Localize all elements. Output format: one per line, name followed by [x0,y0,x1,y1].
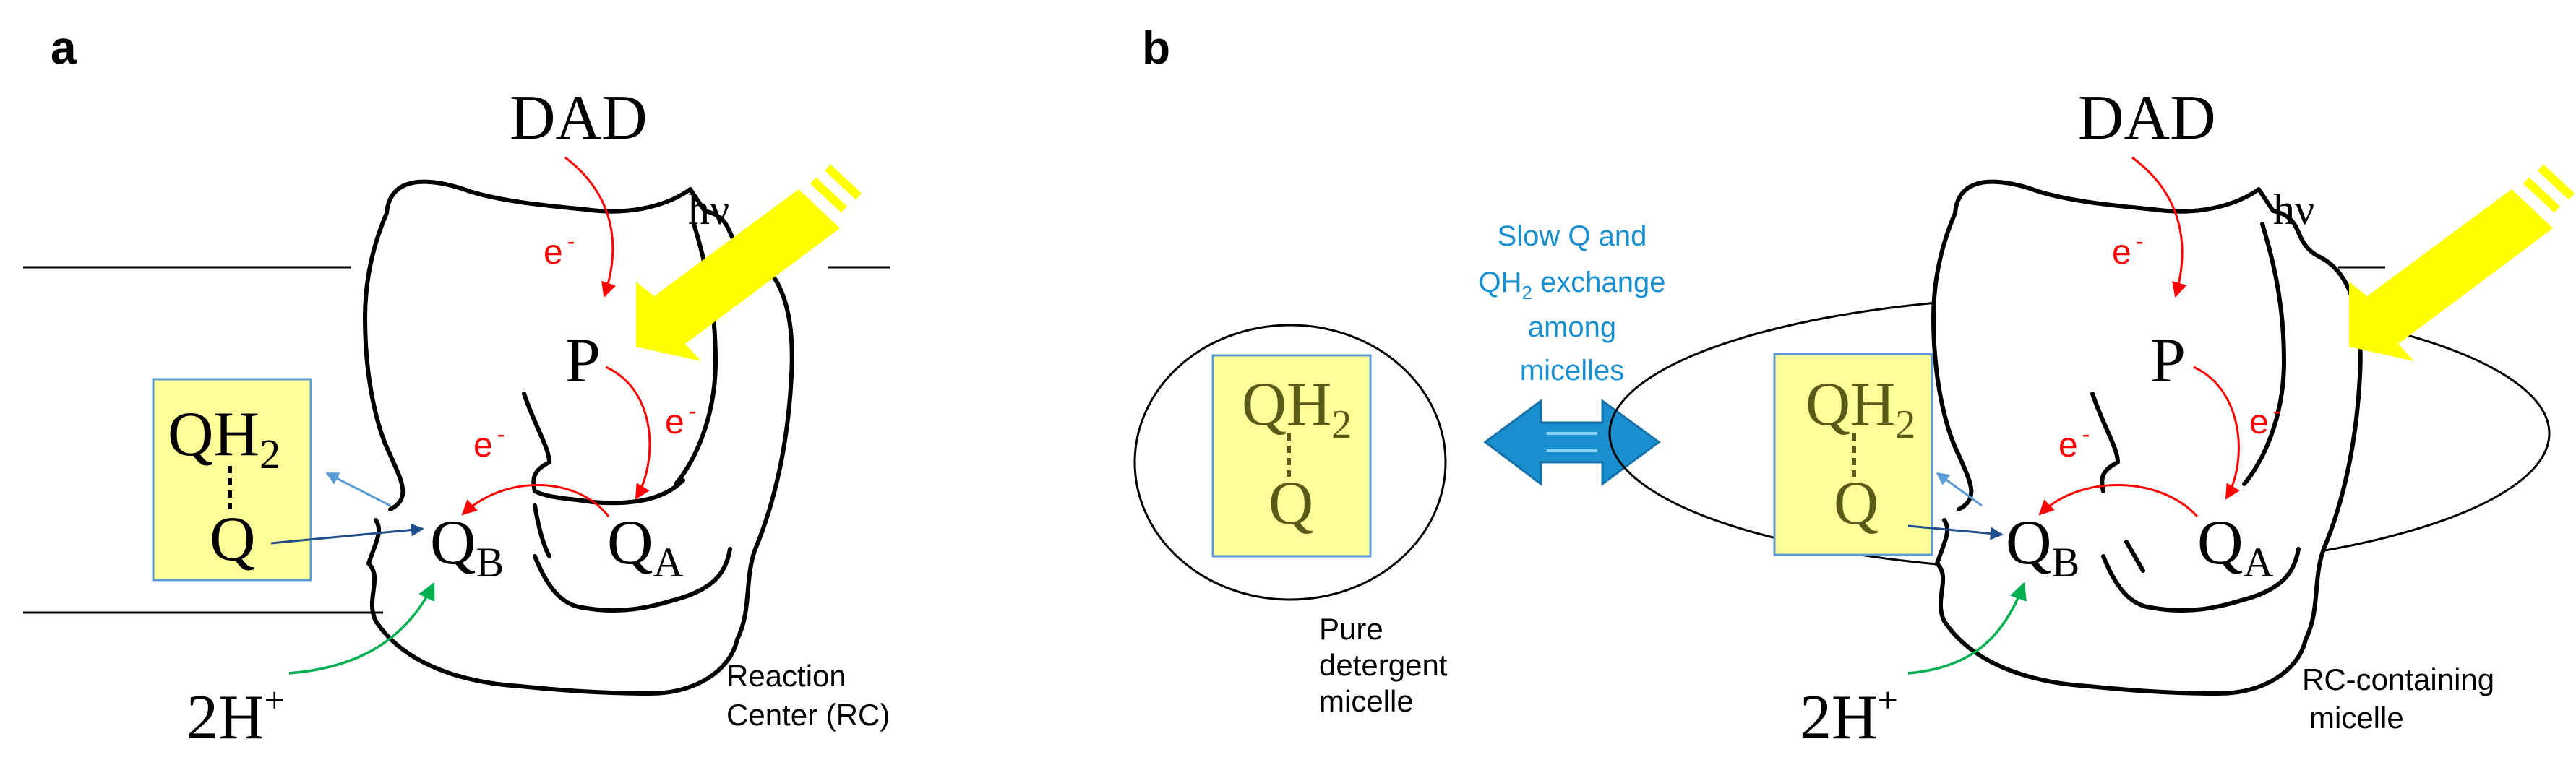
proton-uptake-arrow-b [1907,582,2027,675]
exchange-caption-line1: Slow Q and [1498,220,1647,252]
exchange-caption-line3: among [1528,311,1616,343]
electron-label-b2: e- [2249,398,2280,441]
qh2-label: QH2 [168,399,280,477]
rc-qb-pocket [533,503,551,558]
panel-a: a hν DAD P QB QA 2H+ QH2 Q [23,22,890,753]
exchange-caption-line4: micelles [1520,355,1624,386]
protons-label-b: 2H+ [1800,680,1898,753]
rc-b-protein-fill [1933,181,2361,693]
rc-b-protein-outline [1931,179,2363,696]
electron-arrow-p-to-qa [605,366,651,500]
p-label: P [565,326,601,396]
dad-label: DAD [510,83,648,153]
rc-caption-line2: Center (RC) [726,698,890,732]
q-label: Q [210,504,256,574]
qb-label: QB [430,508,504,586]
rc-b-inner-fold-left [2090,392,2120,493]
qa-label: QA [607,508,684,586]
rc-lower-lobe [533,547,732,613]
protons-label: 2H+ [186,680,285,753]
rc-b-qb-tick [2124,540,2145,573]
qh2-release-arrow-b [1936,472,1983,507]
pure-caption-line1: Pure [1319,612,1383,646]
dad-label-b: DAD [2078,83,2216,153]
electron-label-b1: e- [2112,228,2143,272]
p-label-b: P [2150,326,2186,396]
panel-a-letter: a [51,22,77,74]
rc-b-inner-fold-right [2242,222,2286,486]
rc-micelle-qh2-label: QH2 [1806,369,1915,447]
pure-micelle-quinone-box [1211,354,1372,558]
exchange-caption-line2: QH2 exchange [1478,267,1665,303]
pure-micelle-q-label: Q [1268,468,1313,537]
pure-caption-line2: detergent [1319,648,1448,682]
qb-label-b: QB [2006,508,2079,586]
proton-uptake-arrow [288,582,435,675]
rc-inner-fold-left [522,392,685,506]
light-arrow [636,164,862,361]
qh2-release-arrow [325,472,391,507]
electron-arrow-dad-to-p [564,156,617,298]
qa-label-b: QA [2197,508,2274,586]
panel-b-letter: b [1142,22,1170,74]
light-arrow-b [2349,164,2575,361]
exchange-double-arrow [1483,399,1661,487]
rc-micelle-q-label: Q [1834,468,1879,537]
electron-arrow-qa-to-qb-b [2038,483,2199,518]
electron-arrow-dad-to-p-b [2131,156,2187,298]
photon-label-b: hν [2273,186,2314,233]
electron-label-2: e- [665,398,696,441]
electron-label-b3: e- [2058,421,2090,464]
q-binding-arrow-b [1907,524,2004,540]
pure-micelle-qh2-label: QH2 [1242,369,1352,447]
rc-caption-line1: Reaction [726,659,846,693]
rc-micelle-caption-line2: micelle [2309,701,2404,735]
photon-label: hν [688,186,729,233]
rc-micelle-caption-line1: RC-containing [2302,662,2494,696]
panel-b: b QH2 Q Pure detergent micelle Slow Q an… [1133,22,2575,753]
electron-label-3: e- [473,421,505,464]
electron-arrow-p-to-qa-b [2193,366,2240,500]
q-binding-arrow [270,523,424,545]
pure-caption-line3: micelle [1319,684,1414,718]
rc-micelle-quinone-box [1773,353,1933,556]
rc-b-lower-lobe [2101,547,2301,613]
electron-label-1: e- [544,228,575,272]
electron-arrow-qa-to-qb [461,484,610,517]
reaction-center-protein-outline [363,179,794,696]
pure-detergent-micelle-ellipse [1133,324,1447,601]
